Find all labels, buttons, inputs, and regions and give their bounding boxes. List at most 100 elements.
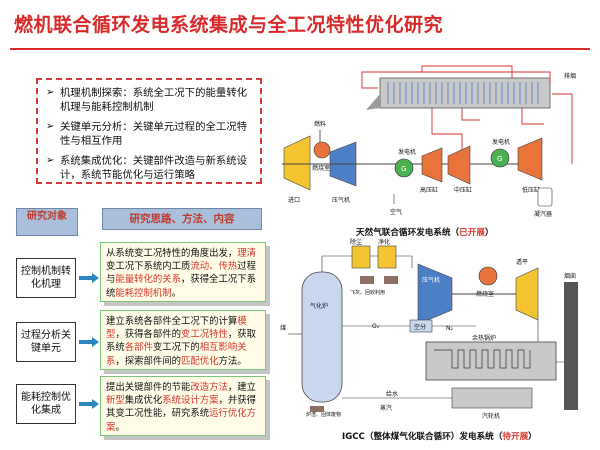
arrow-right-icon (79, 337, 99, 347)
svg-text:排烟: 排烟 (564, 72, 576, 80)
row-label-process: 过程分析关键单元 (16, 322, 76, 362)
svg-text:空分: 空分 (414, 323, 426, 331)
heat-recovery-boiler (379, 77, 551, 109)
key-points-box: ➢ 机理机制探索：系统全工况下的能量转化机理与能耗控制机制 ➢ 关键单元分析：关… (36, 78, 262, 184)
highlight-text: 能量转化的关系 (115, 274, 182, 286)
svg-text:气化炉: 气化炉 (310, 302, 328, 310)
body-text: ，获得全工况下系统 (106, 274, 257, 299)
gasifier (301, 271, 343, 403)
svg-text:发电机: 发电机 (492, 138, 510, 146)
bullet-item: ➢ 系统集成优化：关键部件改造与新系统设计，系统节能优化与运行策略 (46, 155, 248, 181)
svg-text:净化: 净化 (378, 238, 390, 246)
row-label-mechanism: 控制机制转化机理 (16, 258, 76, 298)
hrsg-coils (434, 349, 531, 369)
body-text: ，探索部件间的 (115, 355, 182, 367)
svg-text:汽轮机: 汽轮机 (482, 412, 500, 420)
arrow-right-icon (79, 399, 99, 409)
body-text: 变工况下的 (152, 342, 200, 354)
turbine (515, 267, 539, 321)
mp-turbine (447, 145, 471, 185)
body-text: ，并获得其变工况性能，研究系统 (106, 395, 257, 420)
lp-turbine (517, 137, 543, 181)
svg-text:低压缸: 低压缸 (522, 186, 540, 194)
row-content-process: 建立系统各部件全工况下的计算模型，获得各部件的变工况特性，获取系统各部件变工况下… (100, 310, 266, 370)
method-header: 研究思路、方法、内容 (102, 208, 262, 230)
truck-icon (360, 276, 374, 284)
svg-text:炉渣、固体废物: 炉渣、固体废物 (306, 411, 341, 418)
svg-text:凝汽器: 凝汽器 (534, 210, 552, 218)
purification (377, 245, 397, 269)
highlight-text: 模型 (106, 316, 247, 341)
row-content-optimization: 提出关键部件的节能改造方法，建立新型集成优化系统设计方案，并获得其变工况性能，研… (100, 376, 266, 436)
highlight-text: 系统设计方案 (162, 395, 219, 407)
svg-text:压气机: 压气机 (422, 276, 440, 284)
svg-text:蒸汽: 蒸汽 (380, 404, 392, 412)
dust-removal (351, 245, 371, 269)
boiler-tubes (387, 82, 539, 104)
body-text: 过程与 (106, 261, 257, 286)
svg-text:除尘: 除尘 (350, 238, 362, 246)
svg-text:O₂: O₂ (372, 323, 380, 330)
bullet-item: ➢ 机理机制探索：系统全工况下的能量转化机理与能耗控制机制 (46, 87, 248, 113)
highlight-text: 新型 (106, 395, 125, 407)
svg-text:高压缸: 高压缸 (420, 186, 438, 194)
arrow-right-icon (79, 273, 99, 283)
gas-turbine (283, 135, 311, 191)
body-text: 从系统变工况特性的角度出发， (106, 248, 238, 259)
svg-text:进口: 进口 (288, 196, 300, 204)
svg-text:给水: 给水 (386, 390, 398, 398)
body-text: 提出关键部件的节能 (106, 382, 191, 393)
body-text: 变工况下系统内工质 (106, 261, 191, 273)
subject-header: 研究对象 (16, 208, 78, 236)
highlight-text: 能耗控制机制 (115, 287, 172, 299)
highlight-text: 理清 (237, 248, 257, 259)
arrow-bullet-icon: ➢ (46, 121, 55, 132)
combustor (478, 266, 498, 286)
body-text: ，获得各部件的 (115, 329, 182, 341)
svg-text:G: G (497, 155, 502, 163)
svg-text:燃烧室: 燃烧室 (312, 164, 330, 172)
svg-text:透平: 透平 (516, 258, 528, 266)
arrow-bullet-icon: ➢ (46, 155, 55, 166)
chimney (564, 282, 578, 410)
truck-icon (384, 276, 398, 284)
truck-icon (310, 406, 324, 412)
generator-2 (490, 148, 510, 168)
bullet-item: ➢ 关键单元分析：关键单元过程的全工况特性与相互作用 (46, 121, 248, 147)
hrsg (425, 341, 557, 381)
row-label-optimization: 能耗控制优化集成 (16, 384, 76, 424)
compressor (417, 263, 453, 325)
arrow-bullet-icon: ➢ (46, 87, 55, 98)
body-text: ，建立 (227, 382, 257, 393)
highlight-text: 改造方法 (190, 382, 228, 393)
svg-text:飞灰、回收利用: 飞灰、回收利用 (350, 289, 385, 296)
svg-text:发电机: 发电机 (398, 148, 416, 156)
highlight-text: 变工况特性 (181, 329, 228, 341)
svg-text:烟囱: 烟囱 (564, 272, 576, 280)
hp-turbine (421, 147, 443, 183)
body-text: 建立系统各部件全工况下的计算 (106, 316, 238, 327)
steam-pipes (361, 65, 573, 164)
generator-1 (394, 158, 414, 178)
ngcc-system-diagram: 排烟 燃料 燃烧室 进口 压气机 空气 G 发电机 高压缸 中压缸 G 发电机 … (282, 65, 576, 218)
svg-text:空气: 空气 (390, 208, 402, 216)
body-text: 方法。 (218, 355, 247, 367)
svg-text:燃料: 燃料 (314, 120, 326, 128)
ngcc-caption: 天然气联合循环发电系统（已开展） (356, 228, 494, 238)
svg-text:N₂: N₂ (446, 325, 453, 332)
svg-text:煤: 煤 (280, 324, 286, 332)
igcc-caption: IGCC（整体煤气化联合循环）发电系统（待开展） (342, 432, 537, 442)
highlight-text: 相互影响关系 (106, 342, 247, 367)
highlight-text: 流动、传热 (190, 261, 238, 273)
body-text: ，获取系统 (106, 329, 257, 354)
highlight-text: 匹配优化 (181, 355, 219, 367)
body-text: 。 (115, 421, 125, 433)
igcc-system-diagram: 气化炉 煤 除尘 净化 飞灰、回收利用 压气机 燃烧室 透平 烟囱 O₂ 空分 … (280, 238, 578, 420)
row-content-mechanism: 从系统变工况特性的角度出发，理清变工况下系统内工质流动、传热过程与能量转化的关系… (100, 242, 266, 302)
page-title: 燃机联合循环发电系统集成与全工况特性优化研究 (14, 14, 444, 36)
body-text: 。 (171, 287, 182, 299)
body-text: 集成优化 (124, 395, 163, 407)
steam-turbine (451, 387, 533, 409)
title-divider (10, 48, 590, 50)
combustor (313, 141, 331, 159)
